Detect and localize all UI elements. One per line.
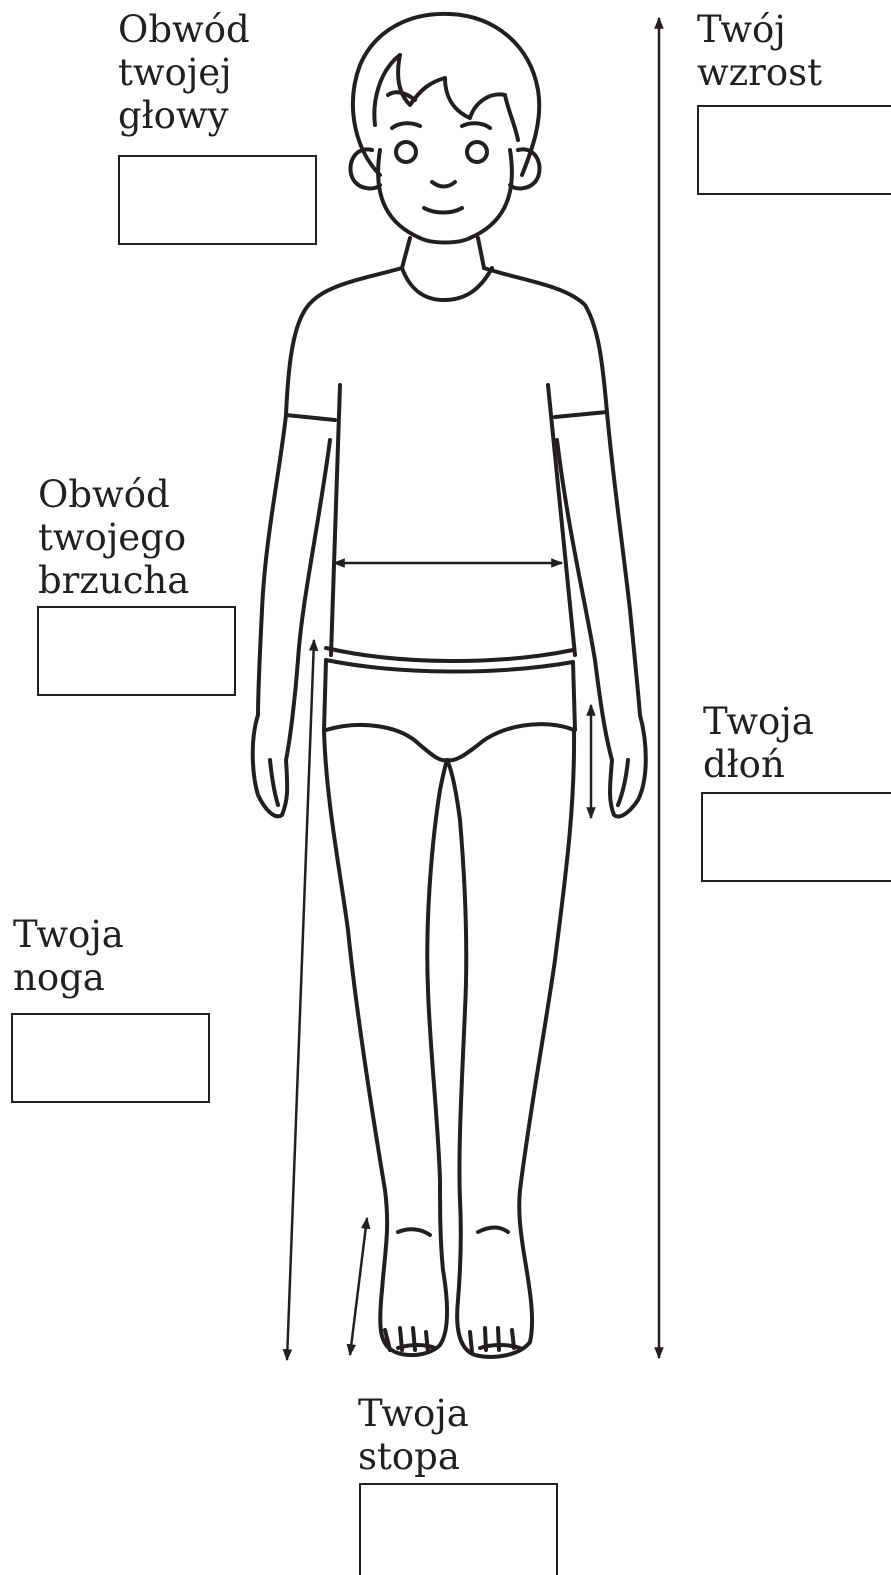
belly-label-line1: Obwód	[38, 473, 189, 516]
belly-circumference-answer-box[interactable]	[37, 606, 236, 696]
head-label-line1: Obwód	[118, 8, 250, 51]
height-label: Twój wzrost	[697, 8, 822, 94]
height-answer-box[interactable]	[697, 105, 891, 195]
foot-arrow	[350, 1218, 367, 1355]
head-label-line2: twojej	[118, 51, 250, 94]
foot-label: Twoja stopa	[358, 1392, 469, 1478]
head-drawing	[350, 14, 539, 243]
leg-label-line2: noga	[13, 956, 124, 999]
hand-answer-box[interactable]	[701, 792, 891, 882]
head-circumference-label: Obwód twojej głowy	[118, 8, 250, 137]
height-label-line2: wzrost	[697, 51, 822, 94]
hand-label-line2: dłoń	[703, 743, 814, 786]
shorts-drawing	[324, 648, 575, 760]
leg-arrow	[287, 640, 314, 1360]
height-label-line1: Twój	[697, 8, 822, 51]
foot-answer-box[interactable]	[359, 1483, 558, 1575]
leg-label-line1: Twoja	[13, 913, 124, 956]
leg-answer-box[interactable]	[11, 1013, 210, 1103]
head-label-line3: głowy	[118, 94, 250, 137]
head-circumference-answer-box[interactable]	[118, 155, 317, 245]
foot-label-line1: Twoja	[358, 1392, 469, 1435]
leg-label: Twoja noga	[13, 913, 124, 999]
belly-label-line2: twojego	[38, 516, 189, 559]
belly-circumference-label: Obwód twojego brzucha	[38, 473, 189, 602]
foot-label-line2: stopa	[358, 1435, 469, 1478]
hand-label: Twoja dłoń	[703, 700, 814, 786]
arms-drawing	[253, 412, 646, 817]
belly-label-line3: brzucha	[38, 559, 189, 602]
hand-label-line1: Twoja	[703, 700, 814, 743]
